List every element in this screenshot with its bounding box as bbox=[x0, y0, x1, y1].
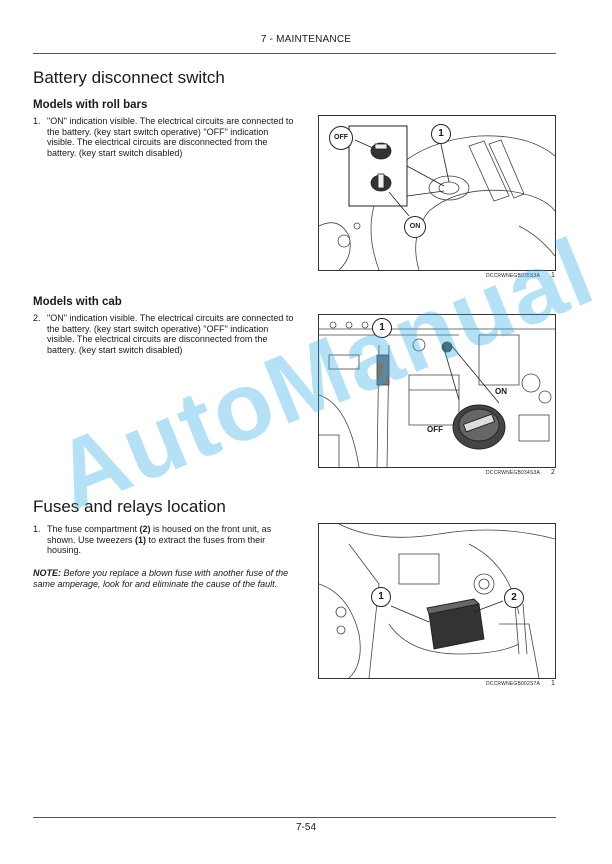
item-number: 1. bbox=[33, 524, 41, 534]
figure-cab-switch: 1 ON OFF bbox=[318, 314, 556, 468]
item-text: "ON" indication visible. The electrical … bbox=[47, 116, 294, 158]
cab-illustration bbox=[319, 321, 555, 467]
item-text: "ON" indication visible. The electrical … bbox=[47, 313, 294, 355]
figure-fuse-compartment: 1 2 bbox=[318, 523, 556, 679]
callout-off: OFF bbox=[329, 126, 353, 150]
fuses-instruction: 1. The fuse compartment (2) is housed on… bbox=[33, 524, 295, 556]
subsection-heading-cab: Models with cab bbox=[33, 296, 122, 308]
roll-bars-illustration bbox=[319, 125, 555, 270]
callout-1: 1 bbox=[372, 318, 392, 338]
figure-number: 1 bbox=[551, 680, 555, 687]
callout-1: 1 bbox=[431, 124, 451, 144]
fuse-illustration bbox=[319, 524, 555, 678]
figure-roll-bars-switch: OFF 1 ON bbox=[318, 115, 556, 271]
page-header-title: 7 - MAINTENANCE bbox=[260, 34, 352, 45]
item-number: 1. bbox=[33, 116, 41, 126]
note-text: Before you replace a blown fuse with ano… bbox=[33, 568, 289, 589]
roll-bars-instruction: 1. "ON" indication visible. The electric… bbox=[33, 116, 295, 158]
item-number: 2. bbox=[33, 313, 41, 323]
section-title-fuses: Fuses and relays location bbox=[33, 497, 226, 516]
callout-on: ON bbox=[404, 216, 426, 238]
figure-code: DCCRWNEGB035S3A bbox=[486, 273, 541, 279]
note-label: NOTE: bbox=[33, 568, 61, 578]
figure-number: 1 bbox=[551, 272, 555, 279]
figure-code: DCCRWNEGB002S7A bbox=[486, 681, 541, 687]
cab-instruction: 2. "ON" indication visible. The electric… bbox=[33, 313, 295, 355]
item-text: The fuse compartment (2) is housed on th… bbox=[47, 524, 272, 555]
footer-rule bbox=[33, 817, 556, 818]
figure-number: 2 bbox=[551, 469, 555, 476]
subsection-heading-roll-bars: Models with roll bars bbox=[33, 99, 148, 111]
fuse-note: NOTE: Before you replace a blown fuse wi… bbox=[33, 568, 295, 589]
header-rule bbox=[33, 53, 556, 54]
section-title-battery: Battery disconnect switch bbox=[33, 68, 225, 87]
callout-2: 2 bbox=[504, 588, 524, 608]
label-on: ON bbox=[495, 387, 507, 396]
label-off: OFF bbox=[427, 425, 443, 434]
page-number: 7-54 bbox=[295, 822, 316, 833]
callout-1: 1 bbox=[371, 587, 391, 607]
figure-code: DCCRWNEGB034S3A bbox=[486, 470, 541, 476]
